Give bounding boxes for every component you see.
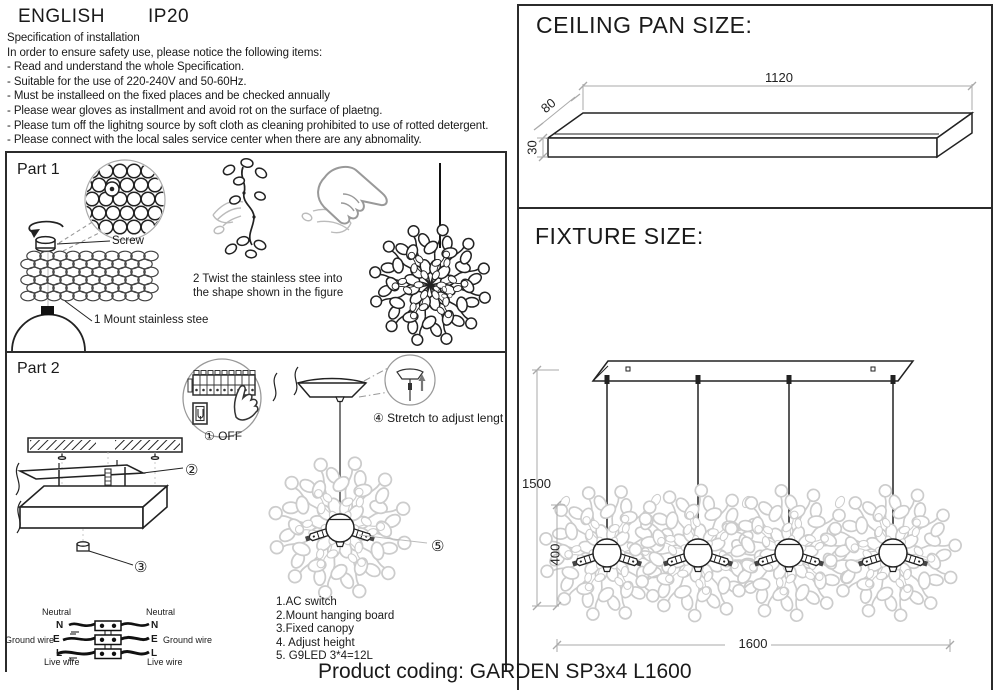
wiring-left-neutral: Neutral (42, 607, 72, 617)
terminal-block (94, 620, 122, 660)
spec-line: Specification of installation (7, 32, 140, 44)
wiring-right-n: N (151, 620, 159, 631)
dome-drawing (11, 313, 86, 351)
spec-line: - Must be installeed on the fixed places… (7, 90, 330, 103)
ip-rating: IP20 (148, 6, 190, 27)
step2-label-line2: the shape shown in the figure (193, 287, 344, 299)
ceiling-pan-panel: CEILING PAN SIZE: 1120 80 30 (517, 4, 993, 209)
leader-dashes (58, 220, 102, 252)
dim-1500: 1500 (522, 476, 551, 491)
part2-title: Part 2 (17, 360, 60, 377)
callout5-leader (358, 534, 428, 544)
wiring-left-l: L (56, 648, 63, 659)
fixture-dim-lines (532, 365, 955, 652)
wiring-right-ground: Ground wire (163, 635, 213, 645)
fixture-panel: FIXTURE SIZE: 1500 400 1600 (517, 209, 993, 690)
dim-400: 400 (547, 543, 563, 566)
legend-item: 5. G9LED 3*4=12L (276, 650, 373, 662)
cord-adjuster (396, 368, 426, 401)
wiring-right-e: E (151, 634, 158, 645)
part1-panel: Part 1 Screw 1 Mount stainless stee 2 Tw… (5, 151, 507, 353)
dim-1120: 1120 (765, 70, 793, 85)
off-label: ① OFF (204, 429, 243, 443)
callout-2: ② (185, 462, 199, 479)
legend-list: 1.AC switch 2.Mount hanging board 3.Fixe… (276, 596, 394, 664)
stretch-label: ④ Stretch to adjust lengt (373, 411, 504, 425)
screw3-drawing (76, 541, 90, 552)
part1-drawing (11, 157, 505, 351)
callout3-leader (88, 550, 134, 566)
wiring-left-n: N (56, 620, 64, 631)
bar-screws (57, 452, 160, 461)
pendants (536, 453, 976, 653)
dim-lines (533, 81, 977, 162)
callout-5: ⑤ (431, 538, 445, 555)
break-lines (15, 462, 22, 534)
wiring-right-neutral: Neutral (146, 607, 176, 617)
fixture-drawing (532, 360, 991, 690)
spec-line: - Suitable for the use of 220-240V and 5… (7, 75, 247, 88)
dome-knob (41, 306, 54, 315)
dim-1600: 1600 (738, 636, 768, 651)
wiring-left-live: Live wire (44, 657, 80, 667)
spec-line: - Please wear gloves as installment and … (7, 104, 383, 117)
fixed-canopy (296, 377, 368, 403)
callout2-leader (142, 467, 184, 474)
wires (56, 622, 150, 661)
zoom-leaders (358, 367, 390, 398)
spec-line: - Read and understand the whole Specific… (7, 61, 245, 74)
part2-drawing (15, 354, 436, 661)
break-lines-2 (272, 366, 299, 402)
spec-line: - Please connect with the local sales se… (7, 134, 422, 147)
spec-line: - Please tum off the lighitng source by … (7, 119, 489, 132)
legend-item: 3.Fixed canopy (276, 623, 354, 635)
legend-item: 4. Adjust height (276, 636, 355, 649)
ceiling-pan-title: CEILING PAN SIZE: (536, 12, 753, 38)
rotate-arrow-icon (28, 220, 64, 238)
wiring-right-l: L (151, 648, 158, 659)
canopy-box (17, 484, 170, 530)
dim-30: 30 (524, 140, 540, 155)
step1-label: 1 Mount stainless stee (94, 314, 209, 326)
step2-label-line1: 2 Twist the stainless stee into (193, 273, 343, 285)
product-coding: Product coding: GARDEN SP3x4 L1600 (318, 660, 692, 683)
legend-item: 2.Mount hanging board (276, 609, 395, 622)
step1-leader (64, 300, 93, 322)
spec-line: In order to ensure safety use, please no… (7, 46, 323, 59)
magnifier-circle (84, 159, 166, 241)
screw-drawing (35, 235, 56, 253)
branch-leaves (222, 157, 268, 259)
board-screws (58, 460, 118, 468)
fixture-title: FIXTURE SIZE: (535, 223, 704, 249)
wiring-left-ground: Ground wire (5, 635, 55, 645)
screw-label: Screw (112, 235, 144, 247)
pan-3d (545, 111, 975, 159)
part1-title: Part 1 (17, 161, 60, 178)
part2-panel: Part 2 ① OFF ② ③ ⑤ ④ Stretch to adjust l… (5, 353, 507, 672)
spec-text-block: Specification of installation In order t… (7, 31, 512, 148)
mesh-band (20, 250, 159, 302)
screw-leader (56, 240, 111, 245)
fixture-pan (591, 360, 915, 382)
wiring-right-live: Live wire (147, 657, 183, 667)
finger-icon (233, 385, 259, 421)
ceiling-bar (27, 437, 183, 453)
wall-switch (192, 402, 208, 425)
target-dot (109, 186, 115, 192)
wiring-left-e: E (53, 634, 60, 645)
pointing-hand-icon (317, 165, 388, 225)
legend-item: 1.AC switch (276, 596, 337, 608)
ceiling-pan-drawing (533, 81, 977, 162)
language-title: ENGLISH (18, 6, 105, 27)
callout-3: ③ (134, 559, 148, 576)
